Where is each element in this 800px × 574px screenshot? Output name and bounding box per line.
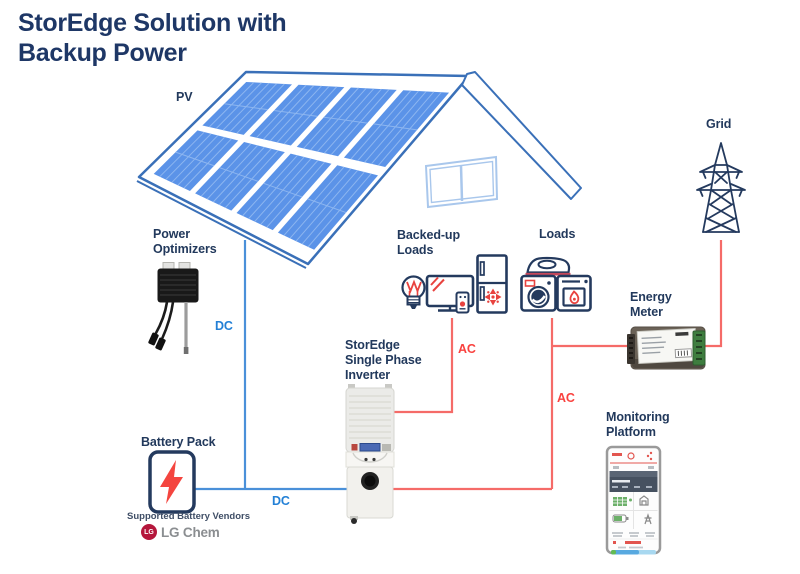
label-energy-meter: Energy Meter	[630, 290, 672, 319]
label-supported-battery-vendors: Supported Battery Vendors	[127, 511, 250, 522]
label-pv: PV	[176, 90, 193, 104]
label-power-optimizers: Power Optimizers	[153, 227, 217, 256]
diagram-title: StorEdge Solution with Backup Power	[18, 9, 287, 67]
lg-logo-icon: LG	[141, 524, 157, 540]
ac-lines	[393, 240, 723, 491]
remote-icon	[455, 291, 470, 314]
inverter-icon	[345, 384, 395, 524]
lg-chem-logo: LG LG Chem	[141, 524, 220, 540]
pv-house-icon	[136, 70, 582, 269]
dc-lines	[195, 240, 347, 491]
fridge-icon	[476, 254, 508, 314]
solar-panels	[153, 81, 450, 250]
label-ac-backup: AC	[458, 342, 476, 356]
label-backed-up-loads: Backed-up Loads	[397, 228, 461, 257]
label-loads: Loads	[539, 227, 576, 241]
label-inverter: StorEdge Single Phase Inverter	[345, 338, 422, 382]
lg-chem-label: LG Chem	[161, 524, 220, 540]
energy-meter-icon	[627, 326, 706, 370]
iron-icon	[525, 256, 571, 276]
snowflake-glyph	[484, 288, 502, 306]
light-bulb-icon	[401, 275, 426, 309]
window-icon	[424, 155, 499, 209]
washing-machine-icon	[520, 274, 557, 312]
battery-pack-icon	[148, 450, 196, 514]
oven-icon	[556, 274, 592, 312]
label-battery-pack: Battery Pack	[141, 435, 216, 449]
label-dc-battery: DC	[272, 494, 290, 508]
label-monitoring-platform: Monitoring Platform	[606, 410, 670, 439]
label-dc-pv: DC	[215, 319, 233, 333]
label-grid: Grid	[706, 117, 732, 131]
grid-tower-icon	[696, 142, 746, 233]
monitoring-phone-icon	[605, 445, 662, 555]
label-ac-grid: AC	[557, 391, 575, 405]
power-optimizer-icon	[148, 262, 199, 354]
